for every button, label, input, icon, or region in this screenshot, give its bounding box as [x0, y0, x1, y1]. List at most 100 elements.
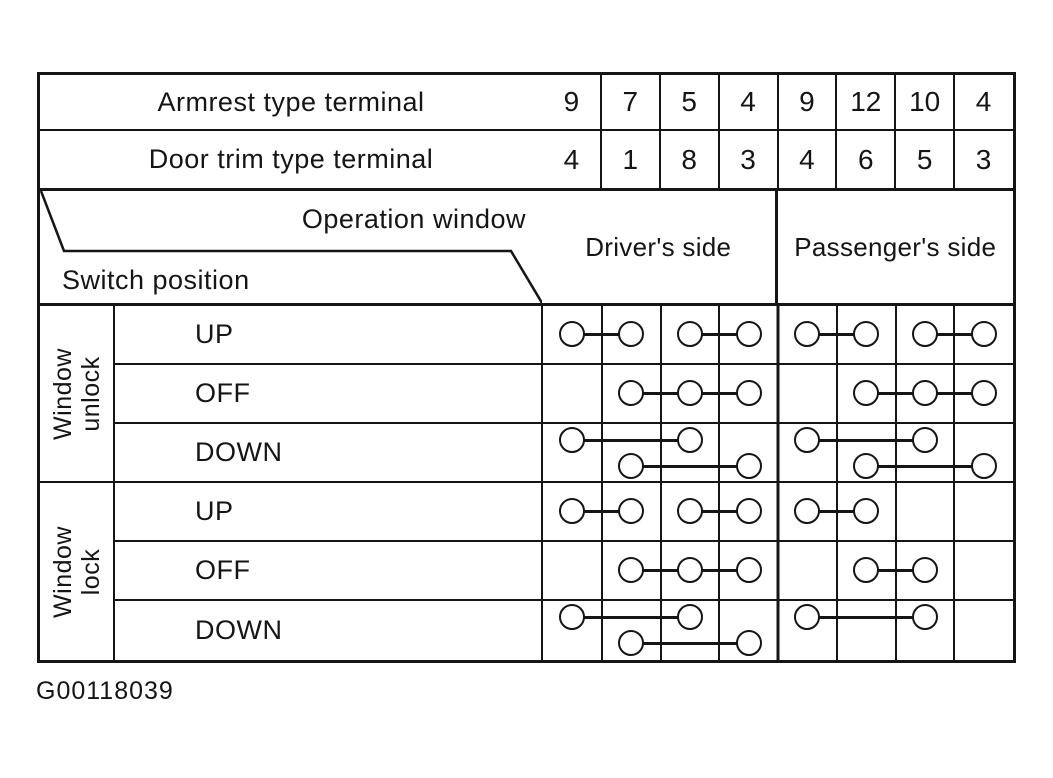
continuity-row-lock-off	[543, 542, 1013, 601]
passengers-side-header: Passenger's side	[794, 231, 997, 262]
grid-vline	[894, 306, 897, 363]
terminal-number: 9	[799, 86, 815, 117]
grid-vline	[835, 75, 838, 129]
grid-vline	[835, 424, 838, 481]
terminal-number: 4	[563, 143, 580, 175]
continuity-row-unlock-up	[543, 306, 1013, 365]
terminal-circle	[559, 604, 586, 630]
grid-vline	[599, 131, 602, 188]
grid-vline	[658, 131, 661, 188]
terminal-circle	[618, 498, 645, 524]
terminal-number: 10	[909, 86, 941, 117]
side-divider-line	[776, 424, 780, 481]
terminal-circle	[911, 604, 938, 630]
terminal-number: 3	[975, 143, 992, 175]
terminal-number: 12	[850, 86, 882, 117]
grid-vline	[600, 542, 603, 599]
terminal-number: 7	[622, 86, 639, 117]
terminal-circle	[676, 557, 703, 583]
terminal-circle	[676, 498, 703, 524]
switch-position-cell: UP	[115, 483, 541, 542]
continuity-table: Armrest type terminal 9 7 5 4 9 12 10 4 …	[37, 72, 1016, 663]
terminal-circle	[559, 498, 586, 524]
diagonal-header-cell: Operation window Switch position	[40, 191, 542, 303]
continuity-line	[631, 641, 749, 645]
grid-vline	[953, 75, 956, 129]
terminal-circle	[853, 557, 880, 583]
switch-position-column: UP OFF DOWN UP OFF DOWN	[115, 306, 543, 660]
terminal-number: 5	[681, 86, 697, 117]
terminal-circle	[794, 498, 821, 524]
terminal-number: 4	[740, 86, 756, 117]
grid-vline	[953, 131, 956, 188]
grid-vline	[953, 542, 956, 599]
group-label-line: unlock	[76, 355, 105, 432]
continuity-row-lock-down	[543, 601, 1013, 660]
terminal-circle	[970, 380, 997, 406]
grid-vline	[835, 365, 838, 422]
terminal-circle	[853, 453, 880, 479]
grid-vline	[894, 75, 897, 129]
grid-vline	[600, 601, 603, 660]
continuity-row-lock-up	[543, 483, 1013, 542]
terminal-circle	[618, 557, 645, 583]
side-header-row: Operation window Switch position Driver'…	[40, 191, 1013, 306]
terminal-circle	[911, 557, 938, 583]
grid-vline	[894, 424, 897, 481]
grid-vline	[599, 75, 602, 129]
continuity-row-unlock-down	[543, 424, 1013, 483]
terminal-circle	[559, 321, 586, 347]
grid-vline	[658, 75, 661, 129]
grid-vline	[835, 601, 838, 660]
grid-vline	[953, 424, 956, 481]
terminal-circle	[676, 427, 703, 453]
continuity-row-unlock-off	[543, 365, 1013, 424]
terminal-number: 4	[975, 86, 992, 117]
switch-position-cell: UP	[115, 306, 541, 365]
armrest-terminal-label: Armrest type terminal	[157, 86, 425, 117]
diagonal-divider	[40, 191, 542, 303]
figure-code: G00118039	[36, 677, 174, 705]
sides-header: Driver's side Passenger's side	[542, 191, 1013, 303]
grid-vline	[776, 131, 779, 188]
terminal-circle	[735, 321, 762, 347]
grid-vline	[718, 601, 721, 660]
side-divider-line	[776, 483, 780, 540]
armrest-terminal-row: Armrest type terminal 9 7 5 4 9 12 10 4	[40, 75, 1013, 131]
window-lock-group-cell: Window lock	[40, 483, 113, 660]
grid-vline	[659, 306, 662, 363]
continuity-line	[807, 332, 867, 336]
grid-vline	[953, 601, 956, 660]
terminal-circle	[970, 321, 997, 347]
terminal-circle	[853, 380, 880, 406]
group-label-line: Window	[48, 525, 77, 618]
grid-vline	[659, 601, 662, 660]
grid-vline	[600, 424, 603, 481]
terminal-number: 4	[799, 143, 815, 175]
window-unlock-group-label: Window unlock	[49, 348, 105, 440]
continuity-line	[572, 438, 690, 442]
terminal-circle	[735, 380, 762, 406]
grid-vline	[953, 483, 956, 540]
terminal-circle	[794, 427, 821, 453]
terminal-circle	[853, 498, 880, 524]
terminal-number: 3	[740, 143, 756, 175]
terminal-circle	[676, 380, 703, 406]
terminal-number: 5	[916, 143, 933, 175]
grid-vline	[717, 75, 720, 129]
continuity-line	[807, 438, 925, 442]
terminal-circle	[735, 453, 762, 479]
terminal-number: 6	[858, 143, 874, 175]
switch-position-cell: DOWN	[115, 424, 541, 483]
side-divider-line	[776, 306, 780, 363]
drivers-side-header: Driver's side	[542, 191, 778, 303]
continuity-line	[807, 615, 925, 619]
continuity-matrix	[543, 306, 1013, 660]
terminal-circle	[618, 453, 645, 479]
window-lock-group-label: Window lock	[49, 526, 105, 618]
grid-vline	[894, 131, 897, 188]
switch-position-label: Switch position	[62, 265, 250, 295]
terminal-circle	[559, 427, 586, 453]
terminal-circle	[618, 321, 645, 347]
group-label-line: Window	[48, 347, 77, 440]
